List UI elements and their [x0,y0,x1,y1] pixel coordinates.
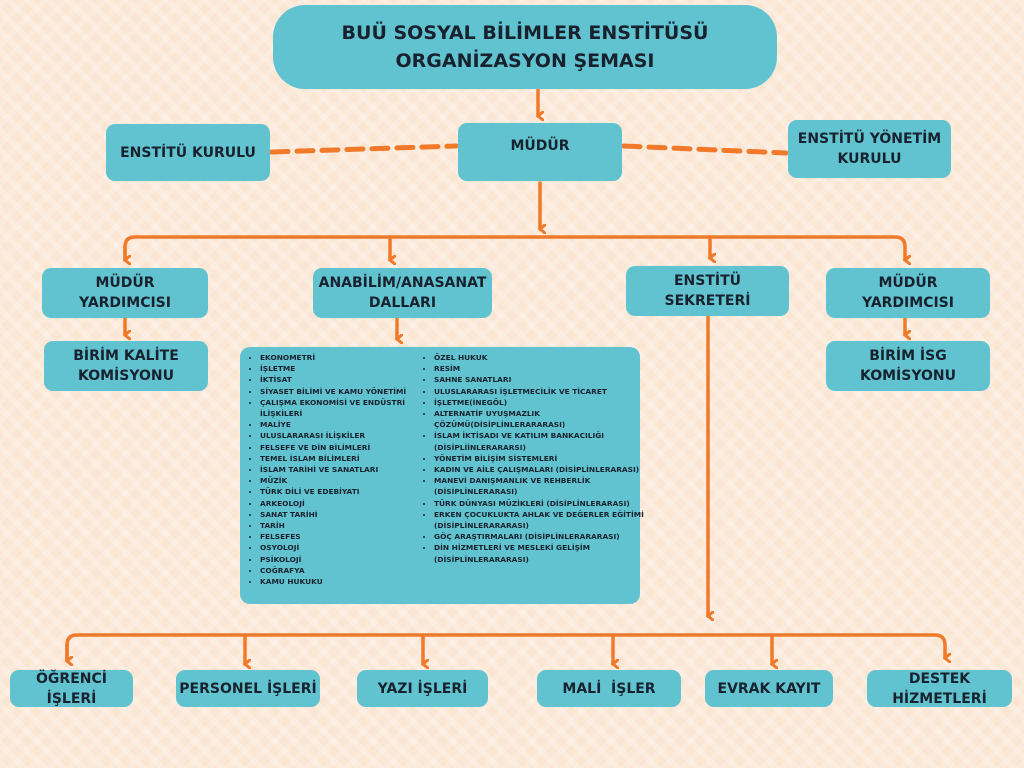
department-item: OSYOLOJİ [260,542,425,553]
department-item: KADIN VE AİLE ÇALIŞMALARI (DİSİPLİNLERAR… [434,464,660,475]
node-label: DESTEK HİZMETLERİ [892,670,987,707]
node-label: SEKRETERİ [664,293,751,309]
title-line1: BUÜ SOSYAL BİLİMLER ENSTİTÜSÜ [341,22,709,44]
department-item: ULUSLARARASI İŞLETMECİLİK VE TİCARET [434,386,660,397]
department-item: İSLAM İKTİSADI VE KATILIM BANKACILIĞI (D… [434,430,660,452]
department-item: MANEVİ DANIŞMANLIK VE REHBERLİK (DİSİPLİ… [434,475,660,497]
department-item: YÖNETİM BİLİŞİM SİSTEMLERİ [434,453,660,464]
node-ogrenci-isleri: ÖĞRENCİ İŞLERİ [10,670,133,707]
node-enstitu-kurulu: ENSTİTÜ KURULU [106,124,270,181]
node-label: YARDIMCISI [79,295,171,311]
node-label: MÜDÜR [95,275,155,291]
node-label: ENSTİTÜ YÖNETİM [797,131,942,147]
node-label: DALLARI [368,295,437,311]
node-label: BİRİM İSG [869,348,947,364]
node-birim-kalite-komisyonu: BİRİM KALİTE KOMİSYONU [44,341,208,391]
node-mudur: MÜDÜR [458,123,622,181]
department-item: TARİH [260,520,425,531]
department-item: TÜRK DİLİ VE EDEBİYATI [260,486,425,497]
department-item: RESİM [434,363,660,374]
node-label: YAZI İŞLERİ [377,680,468,697]
department-item: ERKEN ÇOCUKLUKTA AHLAK VE DEĞERLER EĞİTİ… [434,509,660,531]
department-item: SİYASET BİLİMİ VE KAMU YÖNETİMİ [260,386,425,397]
chart-title: BUÜ SOSYAL BİLİMLER ENSTİTÜSÜ ORGANİZASYO… [273,5,777,89]
node-mudur-yardimcisi-left: MÜDÜR YARDIMCISI [42,268,208,318]
branch-bar-top [123,235,905,260]
node-label: YARDIMCISI [862,295,954,311]
node-label: KOMİSYONU [78,368,174,384]
node-mudur-yardimcisi-right: MÜDÜR YARDIMCISI [826,268,990,318]
node-enstitu-yonetim-kurulu: ENSTİTÜ YÖNETİM KURULU [788,120,951,178]
department-item: ULUSLARARASI İLİŞKİLER [260,430,425,441]
department-item: SAHNE SANATLARI [434,374,660,385]
department-item: SANAT TARİHİ [260,509,425,520]
dashed-link-yonetim [621,143,789,156]
node-personel-isleri: PERSONEL İŞLERİ [176,670,320,707]
node-label: EVRAK KAYIT [717,680,821,697]
node-label: MALİ İŞLER [562,680,656,697]
node-label: MÜDÜR [510,138,570,154]
branch-bar-bottom [65,633,945,660]
node-anabilim-dallari: ANABİLİM/ANASANAT DALLARI [313,268,492,318]
department-item: FELSEFES [260,531,425,542]
node-label: MÜDÜR [878,275,938,291]
department-item: PSİKOLOJİ [260,554,425,565]
department-item: KAMU HUKUKU [260,576,425,587]
department-item: İŞLETME(İNEGÖL) [434,397,660,408]
node-birim-isg-komisyonu: BİRİM İSG KOMİSYONU [826,341,990,391]
department-item: EKONOMETRİ [260,352,425,363]
node-label: ÖĞRENCİ İŞLERİ [36,670,107,707]
department-item: FELSEFE VE DİN BİLİMLERİ [260,442,425,453]
departments-column-2: ÖZEL HUKUKRESİMSAHNE SANATLARIULUSLARARA… [414,352,660,565]
department-item: TÜRK DÜNYASI MÜZİKLERİ (DİSİPLİNLERARASI… [434,498,660,509]
department-item: ÇALIŞMA EKONOMİSİ VE ENDÜSTRİ İLİŞKİLERİ [260,397,425,419]
node-label: PERSONEL İŞLERİ [179,680,317,697]
node-yazi-isleri: YAZI İŞLERİ [357,670,488,707]
department-item: ALTERNATİF UYUŞMAZLIK ÇÖZÜMÜ(DİSİPLİNLER… [434,408,660,430]
node-label: KOMİSYONU [860,368,956,384]
department-item: TEMEL İSLAM BİLİMLERİ [260,453,425,464]
node-enstitu-sekreteri: ENSTİTÜ SEKRETERİ [626,266,789,316]
node-label: KURULU [837,151,902,167]
dashed-link-kurulu [269,143,459,155]
department-item: İKTİSAT [260,374,425,385]
department-item: MALİYE [260,419,425,430]
departments-column-1: EKONOMETRİİŞLETMEİKTİSATSİYASET BİLİMİ V… [240,352,425,587]
node-label: ANABİLİM/ANASANAT [318,275,487,291]
department-item: İŞLETME [260,363,425,374]
department-item: MÜZİK [260,475,425,486]
department-item: DİN HİZMETLERİ VE MESLEKİ GELİŞİM (DİSİP… [434,542,660,564]
department-item: GÖÇ ARAŞTIRMALARI (DİSİPLİNLERARARASI) [434,531,660,542]
department-item: COĞRAFYA [260,565,425,576]
node-destek-hizmetleri: DESTEK HİZMETLERİ [867,670,1012,707]
node-label: BİRİM KALİTE [73,348,179,364]
department-item: ARKEOLOJİ [260,498,425,509]
node-evrak-kayit: EVRAK KAYIT [705,670,833,707]
department-item: İSLAM TARİHİ VE SANATLARI [260,464,425,475]
departments-list: EKONOMETRİİŞLETMEİKTİSATSİYASET BİLİMİ V… [240,347,644,604]
node-mali-isler: MALİ İŞLER [537,670,681,707]
department-item: ÖZEL HUKUK [434,352,660,363]
title-line2: ORGANİZASYON ŞEMASI [395,50,655,72]
node-label: ENSTİTÜ [673,273,742,289]
node-label: ENSTİTÜ KURULU [120,144,256,161]
